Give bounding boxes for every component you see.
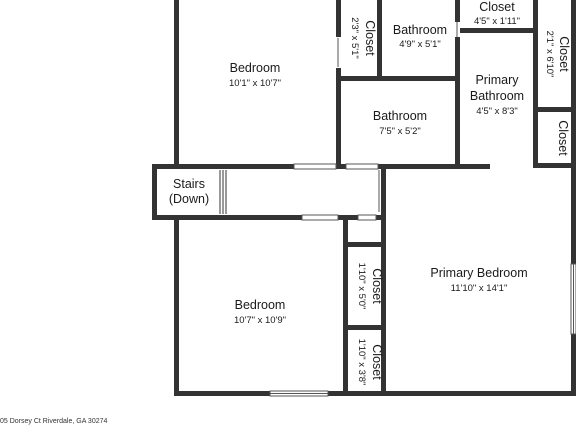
wall bbox=[571, 334, 576, 396]
address-caption: 05 Dorsey Ct Riverdale, GA 30274 bbox=[0, 418, 108, 425]
closet-top-dims: 4'5" x 1'11" bbox=[474, 16, 520, 27]
wall bbox=[460, 28, 538, 33]
doorway bbox=[293, 163, 337, 170]
wall bbox=[336, 164, 346, 169]
wall bbox=[533, 163, 576, 168]
wall bbox=[571, 0, 576, 264]
closet-b1-dims: 1'10" x 5'0" bbox=[356, 263, 367, 310]
closet-top-name: Closet bbox=[479, 0, 515, 14]
wall bbox=[343, 218, 348, 396]
primary-bed-dims: 11'10" x 14'1" bbox=[451, 283, 508, 294]
doorway bbox=[357, 214, 377, 221]
primary-bath-dims: 4'5" x 8'3" bbox=[476, 106, 518, 117]
stairs-name-1: Stairs bbox=[173, 177, 205, 191]
wall bbox=[533, 0, 538, 112]
wall bbox=[174, 164, 294, 169]
primary-bath-name-2: Bathroom bbox=[470, 89, 524, 103]
closet-b1-name: Closet bbox=[370, 268, 384, 304]
stairs-name-2: (Down) bbox=[169, 192, 209, 206]
stairs-treads bbox=[219, 170, 227, 214]
bedroom-top-dims: 10'1" x 10'7" bbox=[229, 78, 281, 89]
walls bbox=[152, 0, 576, 396]
wall bbox=[378, 164, 490, 169]
wall bbox=[336, 76, 460, 81]
bedroom-bottom-dims: 10'7" x 10'9" bbox=[234, 315, 286, 326]
bathroom-mid-dims: 7'5" x 5'2" bbox=[379, 126, 421, 137]
primary-bed-name: Primary Bedroom bbox=[430, 266, 527, 280]
bathroom-top-dims: 4'9" x 5'1" bbox=[399, 39, 441, 50]
closet-tl-name: Closet bbox=[363, 20, 377, 56]
windows bbox=[269, 22, 576, 397]
wall bbox=[533, 107, 576, 112]
closet-b2-dims: 1'10" x 3'8" bbox=[356, 339, 367, 386]
bathroom-mid-name: Bathroom bbox=[373, 109, 427, 123]
wall bbox=[174, 215, 302, 220]
doorway bbox=[301, 214, 339, 221]
wall bbox=[338, 215, 358, 220]
closet-r-name: Closet bbox=[556, 120, 570, 156]
doorway bbox=[345, 163, 379, 170]
wall bbox=[152, 164, 157, 220]
wall bbox=[455, 37, 460, 167]
closet-tr-dims: 2'1" x 6'10" bbox=[544, 31, 555, 78]
wall bbox=[152, 164, 179, 169]
bedroom-top-name: Bedroom bbox=[230, 61, 281, 75]
wall bbox=[174, 391, 270, 396]
wall bbox=[343, 242, 386, 247]
wall bbox=[377, 0, 382, 81]
bathroom-top-name: Bathroom bbox=[393, 23, 447, 37]
wall bbox=[174, 0, 179, 168]
wall bbox=[328, 391, 576, 396]
closet-tl-dims: 2'3" x 5'1" bbox=[349, 17, 360, 59]
wall bbox=[174, 218, 179, 396]
bedroom-bottom-name: Bedroom bbox=[235, 298, 286, 312]
wall bbox=[336, 0, 341, 37]
wall bbox=[455, 0, 460, 22]
primary-bath-name-1: Primary bbox=[475, 73, 519, 87]
wall bbox=[336, 68, 341, 168]
wall bbox=[343, 325, 386, 330]
closet-tr-name: Closet bbox=[557, 36, 571, 72]
wall bbox=[533, 107, 538, 168]
closet-b2-name: Closet bbox=[370, 344, 384, 380]
wall bbox=[152, 215, 179, 220]
wall bbox=[381, 168, 386, 396]
